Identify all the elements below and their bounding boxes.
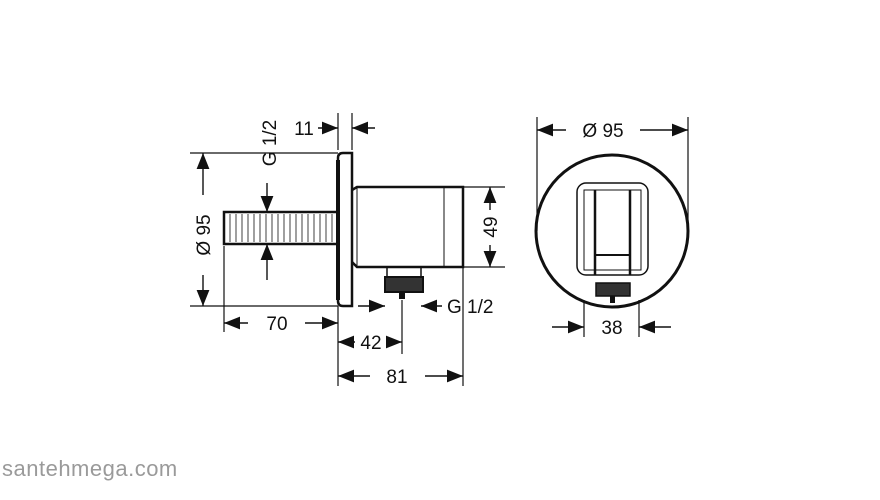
dim-outlet-thread-label: G 1/2 (447, 297, 493, 318)
outlet-thread-front (595, 282, 631, 297)
dim-inlet-thread-label: G 1/2 (260, 120, 281, 166)
threaded-nipple (222, 210, 340, 246)
side-view-labels: Ø 95 G 1/2 11 49 G 1/2 70 42 81 (194, 119, 502, 388)
front-view-labels: Ø 95 38 (582, 121, 623, 339)
body (351, 185, 465, 269)
front-view (534, 117, 690, 337)
dim-body-height-label: 49 (481, 216, 502, 237)
dim-projection-label: 81 (386, 367, 407, 388)
front-dim-diameter-label: Ø 95 (582, 121, 623, 142)
dim-nipple-length-label: 70 (266, 314, 287, 335)
side-view (190, 113, 505, 386)
front-dim-width-label: 38 (601, 318, 622, 339)
dim-diameter-label: Ø 95 (194, 214, 215, 255)
wall-plate (336, 151, 354, 308)
outlet-thread (384, 266, 424, 299)
watermark: santehmega.com (2, 456, 178, 481)
dim-outlet-offset-label: 42 (360, 333, 381, 354)
holder-outline (576, 182, 649, 276)
dim-plate-thickness-label: 11 (294, 119, 314, 140)
